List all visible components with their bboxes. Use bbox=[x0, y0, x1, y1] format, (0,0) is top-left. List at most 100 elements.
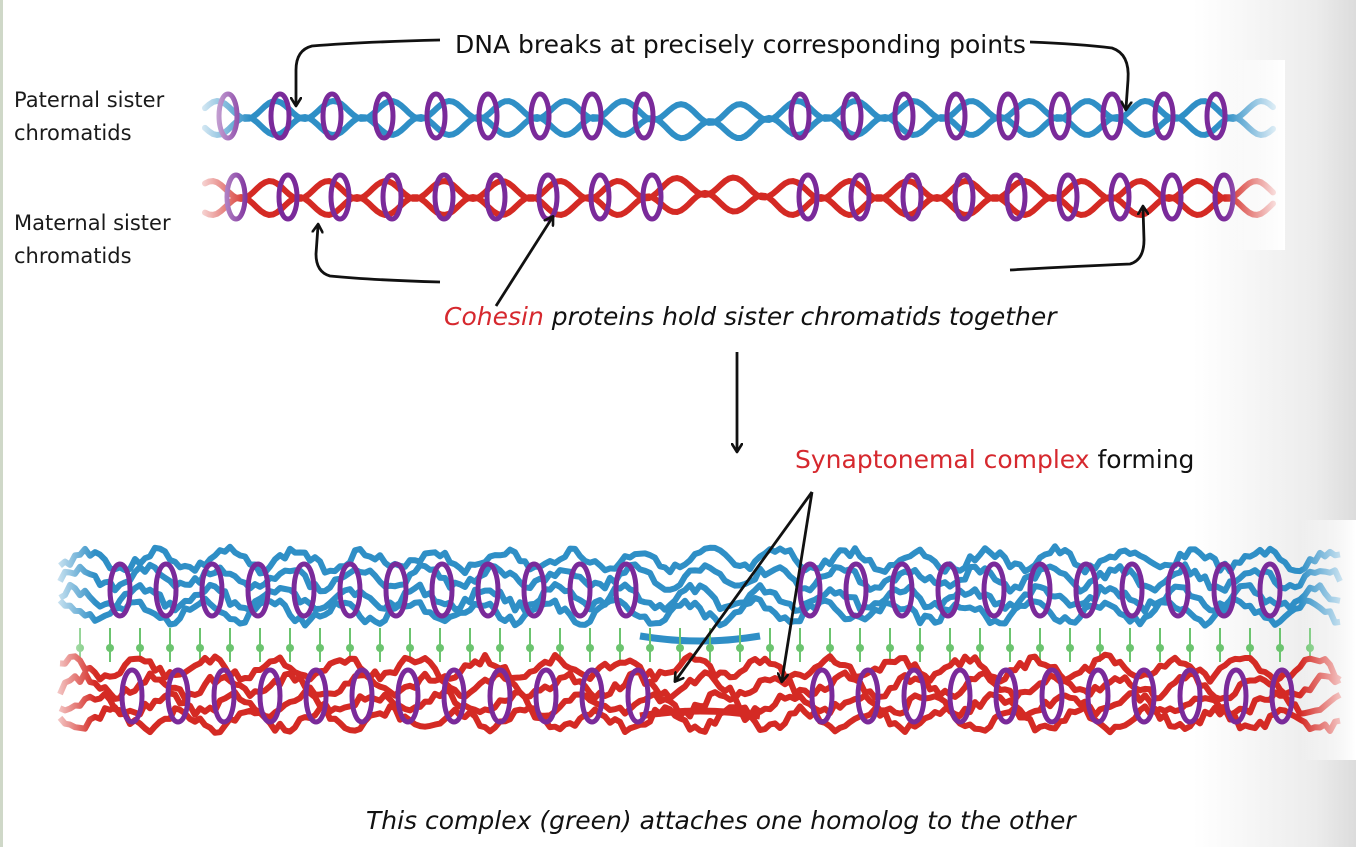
slide-left-edge bbox=[0, 0, 3, 847]
cohesin-ring bbox=[1160, 172, 1184, 222]
synaptonemal-node bbox=[496, 644, 504, 652]
synaptonemal-node bbox=[616, 644, 624, 652]
synaptonemal-node bbox=[706, 644, 714, 652]
synaptonemal-node bbox=[556, 644, 564, 652]
synaptonemal-arrow-right bbox=[782, 491, 814, 680]
paternal-fiber bbox=[639, 632, 761, 645]
cohesin-ring bbox=[788, 91, 812, 141]
cohesin-ring bbox=[580, 91, 604, 141]
synaptonemal-node bbox=[376, 644, 384, 652]
maternal-label: Maternal sister chromatids bbox=[14, 207, 171, 273]
paternal-fiber bbox=[58, 581, 1341, 615]
lower-cohesin-ring bbox=[521, 561, 547, 619]
synaptonemal-node bbox=[346, 644, 354, 652]
cohesin-ring bbox=[632, 91, 656, 141]
cohesin-ring bbox=[320, 91, 344, 141]
cohesin-ring bbox=[380, 172, 404, 222]
cohesin-ring bbox=[476, 91, 500, 141]
synaptonemal-complex-green bbox=[76, 628, 1314, 662]
cohesin-ring bbox=[796, 172, 820, 222]
synaptonemal-node bbox=[436, 644, 444, 652]
lower-cohesin-ring bbox=[843, 561, 869, 619]
synaptonemal-node bbox=[1276, 644, 1284, 652]
cohesin-ring bbox=[276, 172, 300, 222]
lower-cohesin-ring bbox=[349, 667, 375, 725]
synaptonemal-node bbox=[676, 644, 684, 652]
lower-cohesin-ring bbox=[257, 667, 283, 725]
lower-cohesin-ring bbox=[303, 667, 329, 725]
paternal-strand-b bbox=[202, 113, 1276, 142]
maternal-label-line2: chromatids bbox=[14, 244, 132, 268]
synaptonemal-node bbox=[976, 644, 984, 652]
lower-cohesin-ring bbox=[1269, 667, 1295, 725]
lower-cohesin-ring bbox=[1257, 561, 1283, 619]
synaptonemal-caption-rest: forming bbox=[1089, 445, 1195, 474]
cohesin-ring bbox=[840, 91, 864, 141]
cohesin-ring bbox=[484, 172, 508, 222]
cohesin-ring bbox=[424, 91, 448, 141]
synaptonemal-node bbox=[916, 644, 924, 652]
lower-cohesin-ring bbox=[613, 561, 639, 619]
maternal-fiber bbox=[57, 703, 1341, 736]
cohesin-ring bbox=[640, 172, 664, 222]
lower-cohesin-ring bbox=[429, 561, 455, 619]
synaptonemal-node bbox=[766, 644, 774, 652]
cohesin-caption-rest: proteins hold sister chromatids together bbox=[543, 302, 1057, 331]
cohesin-term: Cohesin bbox=[444, 302, 544, 331]
cohesin-ring bbox=[432, 172, 456, 222]
lower-cohesin-ring bbox=[487, 667, 513, 725]
lower-cohesin-ring bbox=[1131, 667, 1157, 725]
cohesin-ring bbox=[892, 91, 916, 141]
lower-cohesin-ring bbox=[119, 667, 145, 725]
cohesin-ring bbox=[944, 91, 968, 141]
lower-cohesin-ring bbox=[1119, 561, 1145, 619]
synaptonemal-node bbox=[1096, 644, 1104, 652]
lower-cohesin-ring bbox=[1211, 561, 1237, 619]
lower-cohesin-rings bbox=[107, 561, 1295, 725]
cohesin-ring bbox=[952, 172, 976, 222]
synaptonemal-node bbox=[1006, 644, 1014, 652]
synaptonemal-node bbox=[196, 644, 204, 652]
lower-cohesin-ring bbox=[901, 667, 927, 725]
cohesin-arrow-middle bbox=[494, 218, 552, 307]
lower-cohesin-ring bbox=[395, 667, 421, 725]
synaptonemal-node bbox=[1066, 644, 1074, 652]
lower-cohesin-ring bbox=[855, 667, 881, 725]
cohesin-ring bbox=[1056, 172, 1080, 222]
maternal-fiber bbox=[57, 669, 1342, 703]
paternal-fiber bbox=[57, 595, 1341, 629]
lower-cohesin-ring bbox=[383, 561, 409, 619]
synaptonemal-node bbox=[526, 644, 534, 652]
maternal-label-line1: Maternal sister bbox=[14, 211, 171, 235]
lower-cohesin-ring bbox=[993, 667, 1019, 725]
lower-cohesin-ring bbox=[199, 561, 225, 619]
maternal-fiber bbox=[58, 687, 1342, 721]
lower-cohesin-ring bbox=[981, 561, 1007, 619]
lower-cohesin-ring bbox=[947, 667, 973, 725]
lower-cohesin-ring bbox=[579, 667, 605, 725]
synaptonemal-node bbox=[826, 644, 834, 652]
cohesin-ring bbox=[1108, 172, 1132, 222]
synaptonemal-node bbox=[106, 644, 114, 652]
lower-cohesin-ring bbox=[1039, 667, 1065, 725]
synaptonemal-node bbox=[466, 644, 474, 652]
maternal-fiber bbox=[59, 651, 1342, 685]
paternal-fiber bbox=[58, 543, 1341, 577]
cohesin-ring bbox=[1004, 172, 1028, 222]
lower-cohesin-ring bbox=[809, 667, 835, 725]
cohesin-ring bbox=[1100, 91, 1124, 141]
synaptonemal-caption: Synaptonemal complex forming bbox=[795, 445, 1194, 474]
paternal-label-line1: Paternal sister bbox=[14, 88, 165, 112]
cohesin-ring bbox=[900, 172, 924, 222]
synaptonemal-term: Synaptonemal complex bbox=[795, 445, 1090, 474]
paired-paternal-homolog bbox=[57, 543, 1343, 645]
lower-cohesin-ring bbox=[1223, 667, 1249, 725]
cohesin-ring bbox=[1152, 91, 1176, 141]
synaptonemal-node bbox=[1036, 644, 1044, 652]
synaptonemal-node bbox=[166, 644, 174, 652]
lower-cohesin-ring bbox=[107, 561, 133, 619]
synaptonemal-node bbox=[646, 644, 654, 652]
lower-cohesin-ring bbox=[245, 561, 271, 619]
cohesin-ring bbox=[372, 91, 396, 141]
